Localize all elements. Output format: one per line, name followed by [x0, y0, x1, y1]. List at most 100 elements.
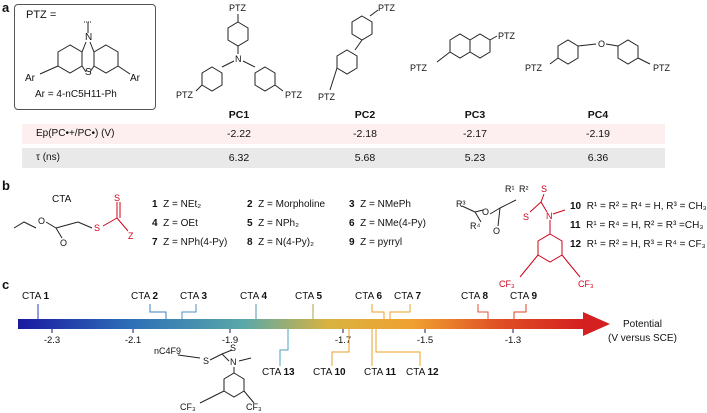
- figure-artwork: [13, 9, 651, 404]
- r-struct-r3: R³: [456, 199, 466, 209]
- ptz-structure: [39, 21, 131, 75]
- cta-item-5: 5 Z = NPh₂: [247, 218, 299, 229]
- top-connectors: [37, 304, 527, 319]
- pc3-structure: [436, 33, 498, 63]
- axis-cta-4: CTA 4: [240, 291, 268, 302]
- cta-item-9: 9 Z = pyrryl: [349, 237, 403, 248]
- cta-item-10: 10 R¹ = R² = R⁴ = H, R³ = CH₃: [570, 201, 707, 212]
- pc1-ptz-left: PTZ: [176, 90, 193, 100]
- cta13-thioether-s: S: [203, 356, 210, 366]
- pc2-label: PC2: [354, 109, 376, 121]
- tick-label-4: -1.5: [416, 335, 434, 346]
- ptz-ar-right: Ar: [130, 73, 140, 84]
- axis-cta-6: CTA 6: [355, 291, 383, 302]
- cta-general-red-bonds: [102, 202, 129, 232]
- r-cta-structure: [461, 199, 517, 227]
- ptz-box-title: PTZ =: [26, 9, 57, 21]
- panel-c-letter: c: [2, 277, 10, 292]
- r-struct-thioether-s: S: [523, 212, 530, 222]
- tau-row: [22, 148, 665, 168]
- axis-cta-9: CTA 9: [510, 291, 538, 302]
- axis-cta-5: CTA 5: [295, 291, 323, 302]
- pc3-label: PC3: [464, 109, 486, 121]
- ep-row-label: Ep(PC•+/PC•) (V): [36, 128, 115, 139]
- cta-item-8: 8 Z = N(4-Py)₂: [247, 237, 314, 248]
- pc3-ptz-right: PTZ: [498, 31, 515, 41]
- pc2-ptz-top: PTZ: [378, 3, 395, 13]
- tau-row-label: τ (ns): [36, 152, 60, 163]
- cta13-cf3-left: CF₃: [180, 402, 196, 412]
- ep-pc2: -2.18: [353, 128, 377, 140]
- axis-ticks: [51, 329, 514, 333]
- cta-item-4: 4 Z = OEt: [152, 218, 198, 229]
- axis-title-potential: Potential: [623, 319, 662, 330]
- ep-pc3: -2.17: [463, 128, 487, 140]
- pc1-structure: [195, 14, 284, 92]
- r-struct-carbonyl-o: O: [493, 226, 501, 236]
- axis-cta-13: CTA 13: [262, 367, 295, 378]
- cta-item-2: 2 Z = Morpholine: [247, 199, 326, 210]
- ptz-s-atom: S: [85, 67, 92, 78]
- pc1-ptz-top: PTZ: [229, 3, 246, 13]
- cta-general-structure: [13, 221, 93, 239]
- cta-thioether-s: S: [94, 223, 101, 233]
- cta-item-12: 12 R¹ = R² = H, R³ = R⁴ = CF₃: [570, 239, 706, 250]
- cta13-n: N: [230, 357, 237, 367]
- cta-carbonyl-o: O: [60, 238, 68, 248]
- axis-cta-12: CTA 12: [406, 367, 439, 378]
- axis-cta-8: CTA 8: [461, 291, 489, 302]
- r-struct-r4: R⁴: [470, 221, 481, 231]
- cta13-structure: [177, 349, 255, 404]
- pc2-structure: [329, 9, 379, 91]
- pc3-ptz-left: PTZ: [410, 63, 427, 73]
- pc4-structure: [549, 39, 651, 65]
- axis-cta-2: CTA 2: [131, 291, 159, 302]
- tick-label-2: -1.9: [221, 335, 239, 346]
- tau-pc3: 5.23: [464, 152, 486, 164]
- r-struct-r1: R¹: [505, 184, 515, 194]
- ptz-ar-left: Ar: [25, 73, 35, 84]
- cta-item-6: 6 Z = NMe(4-Py): [349, 218, 426, 229]
- axis-cta-7: CTA 7: [394, 291, 422, 302]
- tau-pc4: 6.36: [587, 152, 609, 164]
- panel-a-letter: a: [2, 0, 10, 15]
- r-struct-cf3-right: CF₃: [578, 279, 594, 289]
- panel-b-letter: b: [2, 178, 10, 193]
- cta-thione-s: S: [114, 193, 121, 203]
- ptz-ar-definition: Ar = 4-nC5H11-Ph: [35, 89, 117, 100]
- cta-z: Z: [128, 231, 134, 241]
- ep-pc4: -2.19: [586, 128, 610, 140]
- r-cta-red-bonds: [519, 193, 581, 278]
- ep-row: [22, 124, 665, 144]
- axis-cta-11: CTA 11: [364, 367, 397, 378]
- axis-cta-3: CTA 3: [180, 291, 208, 302]
- tick-label-3: -1.7: [334, 335, 352, 346]
- pc1-label: PC1: [228, 109, 250, 121]
- r-struct-r2: R²: [519, 184, 529, 194]
- tick-label-1: -2.1: [124, 335, 142, 346]
- pc1-ptz-right: PTZ: [285, 90, 302, 100]
- tau-pc2: 5.68: [354, 152, 376, 164]
- pc2-ptz-bottom: PTZ: [318, 92, 335, 102]
- axis-cta-1: CTA 1: [22, 291, 50, 302]
- pc4-ptz-left: PTZ: [525, 63, 542, 73]
- tau-pc1: 6.32: [228, 152, 250, 164]
- pc4-o-atom: O: [598, 39, 606, 49]
- ep-pc1: -2.22: [227, 128, 251, 140]
- r-struct-n: N: [546, 211, 553, 221]
- cta-item-3: 3 Z = NMePh: [349, 199, 411, 210]
- axis-title-units: (V versus SCE): [608, 333, 677, 344]
- axis-cta-10: CTA 10: [313, 367, 346, 378]
- pc4-label: PC4: [587, 109, 609, 121]
- ptz-n-atom: N: [85, 32, 93, 43]
- cta-general-label: CTA: [52, 194, 72, 205]
- r-struct-cf3-left: CF₃: [499, 279, 515, 289]
- r-struct-ester-o: O: [482, 207, 490, 217]
- cta-item-11: 11 R¹ = R⁴ = H, R² = R³ =CH₃: [570, 220, 704, 231]
- cta13-thione-s: S: [230, 343, 237, 353]
- tick-label-0: -2.3: [43, 335, 61, 346]
- cta13-chain: nC4F9: [154, 346, 182, 356]
- cta-item-1: 1 Z = NEt₂: [152, 199, 202, 210]
- cta13-cf3-right: CF₃: [246, 402, 262, 412]
- pc1-n-atom: N: [235, 54, 242, 64]
